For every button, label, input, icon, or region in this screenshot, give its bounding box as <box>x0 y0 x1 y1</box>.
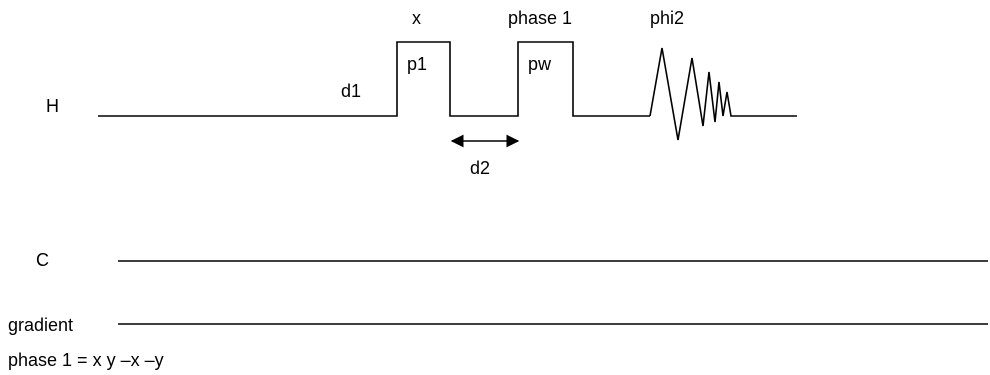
delay-d2-label: d2 <box>470 158 490 178</box>
pulse-2-phase-label: phase 1 <box>508 8 572 28</box>
phase-cycle-note: phase 1 = x y –x –y <box>8 350 164 370</box>
acquisition-phase-label: phi2 <box>650 8 684 28</box>
c-channel-label: C <box>36 250 49 270</box>
pulse-2-name-label: pw <box>528 54 552 74</box>
gradient-channel-label: gradient <box>8 315 73 335</box>
delay-d1-label: d1 <box>341 81 361 101</box>
fid-signal <box>649 47 797 141</box>
pulse-1-phase-label: x <box>412 8 421 28</box>
h-channel-label: H <box>46 96 59 116</box>
h-channel-baseline <box>98 41 650 117</box>
pulse-1-name-label: p1 <box>407 54 427 74</box>
